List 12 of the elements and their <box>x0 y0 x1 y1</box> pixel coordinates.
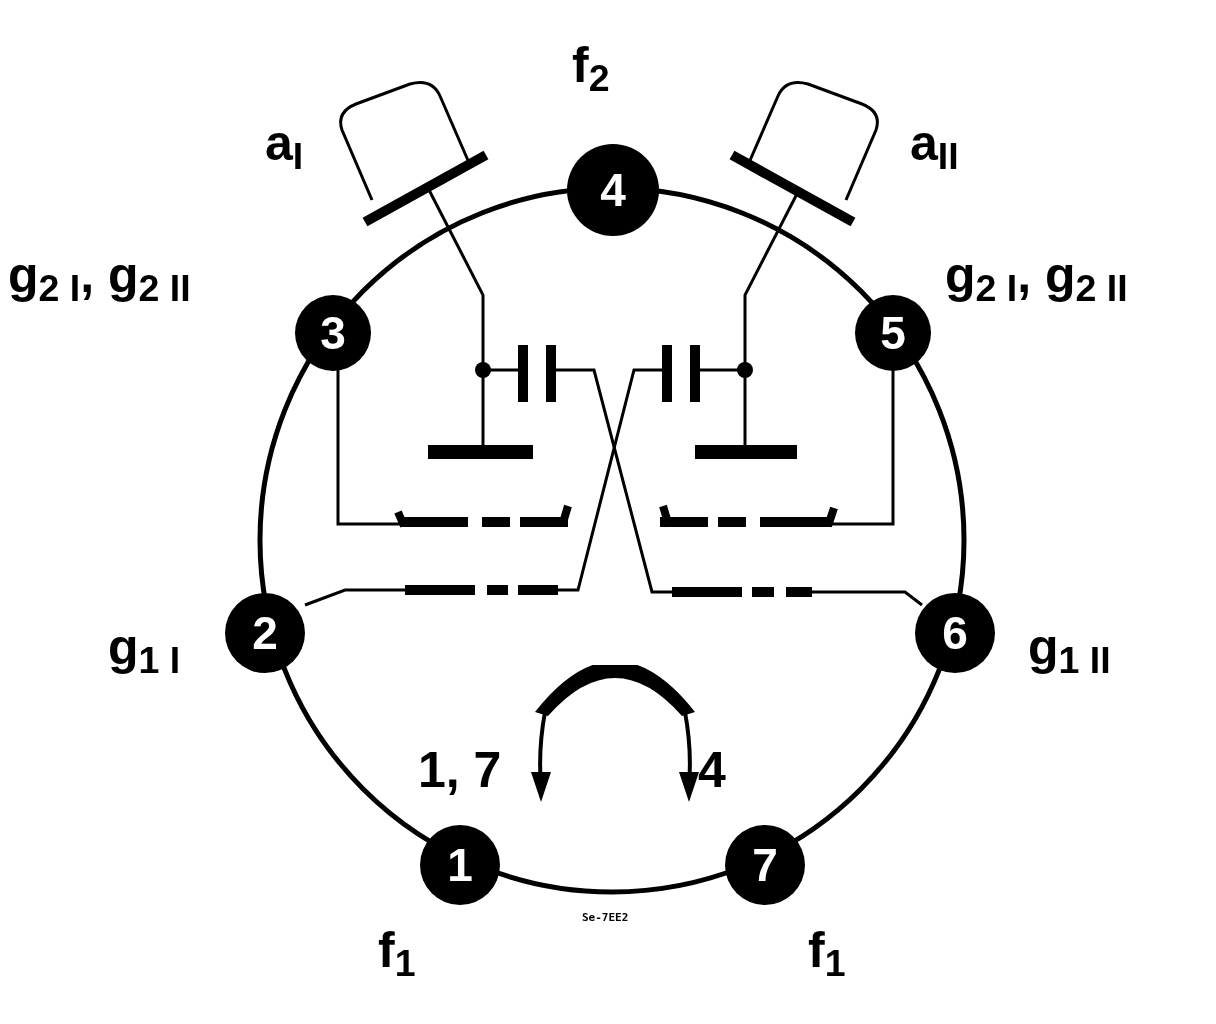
electrode-label: a$_{I}$ <box>265 118 304 168</box>
pin-label: g$_{1 I}$ <box>108 622 181 672</box>
pin-label: g$_{2 I}$, g$_{2 II}$ <box>8 250 191 300</box>
electrode-label: 1, 7 <box>418 745 502 795</box>
pin-label: f$_{1}$ <box>808 925 846 975</box>
electrode-label: Se-7EE2 <box>582 912 629 923</box>
pin-label: f$_{1}$ <box>378 925 416 975</box>
pin-label: g$_{1 II}$ <box>1028 622 1111 672</box>
pin-label: g$_{2 I}$, g$_{2 II}$ <box>945 250 1128 300</box>
electrode-label: a$_{II}$ <box>910 118 959 168</box>
electrode-label: 4 <box>698 745 726 795</box>
pin-label: f$_{2}$ <box>572 40 610 90</box>
